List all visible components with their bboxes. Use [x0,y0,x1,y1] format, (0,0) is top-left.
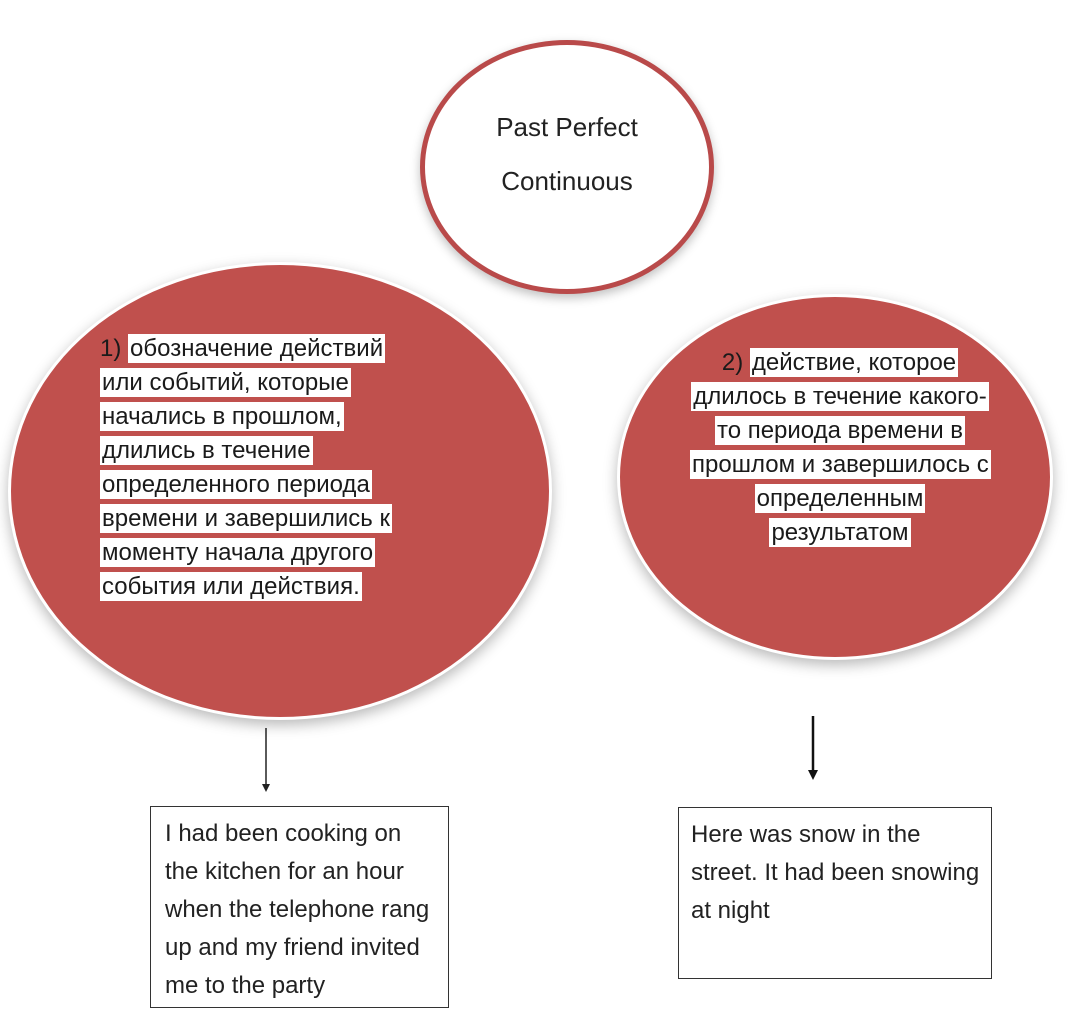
right-example-text: Here was snow in the street. It had been… [691,821,980,924]
left-concept-description: обозначение действий или событий, которы… [100,334,392,601]
left-concept-text: 1) обозначение действий или событий, кот… [100,332,430,604]
left-example-box: I had been cooking on the kitchen for an… [150,806,449,1008]
left-concept-number: 1) [100,335,122,362]
title-ellipse [420,40,714,294]
right-concept-text: 2) действие, которое длилось в течение к… [690,346,991,550]
left-example-text: I had been cooking on the kitchen for an… [165,820,430,999]
title-line-1: Past Perfect [496,112,638,142]
title-line-2: Continuous [501,166,633,196]
diagram-title: Past Perfect Continuous [420,100,714,208]
right-example-box: Here was snow in the street. It had been… [678,807,992,979]
right-concept-description: действие, которое длилось в течение како… [690,348,991,547]
right-down-arrow [808,716,818,780]
left-down-arrow [262,728,270,792]
right-concept-number: 2) [721,349,744,376]
